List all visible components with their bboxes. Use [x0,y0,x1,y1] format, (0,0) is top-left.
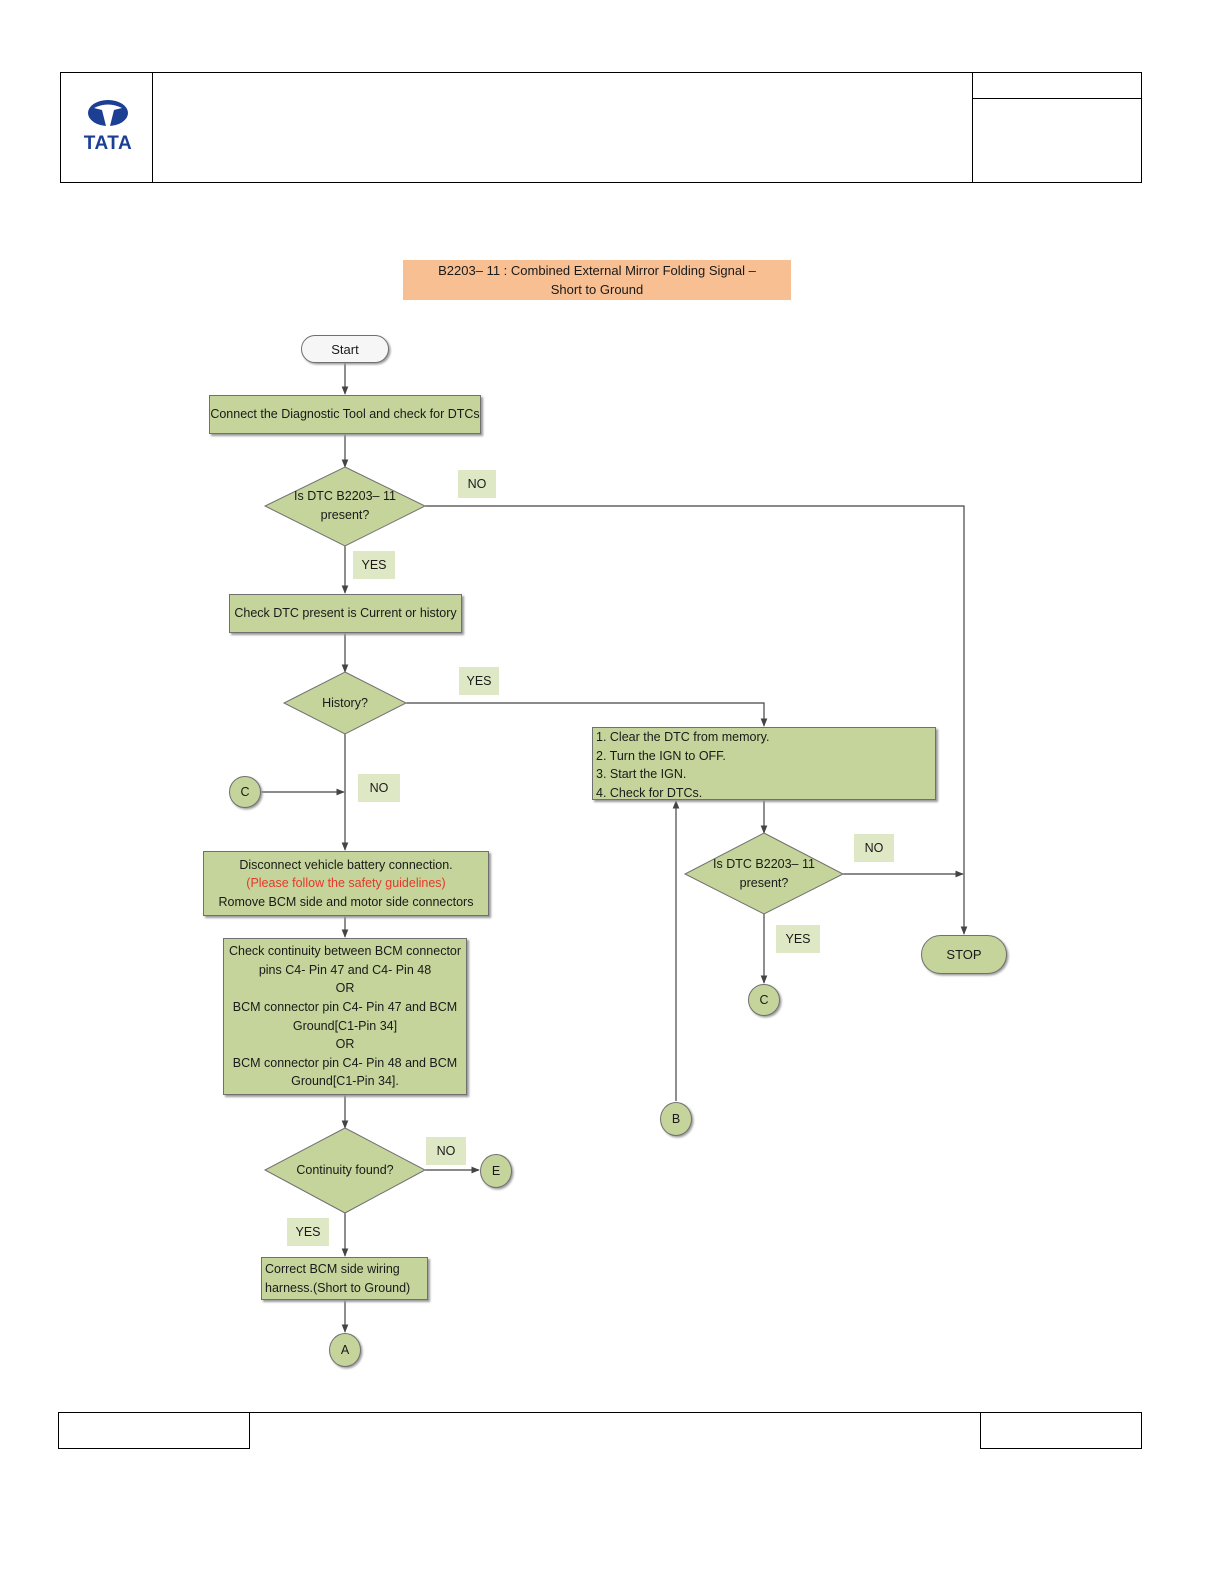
label-yes-dtc1: YES [353,551,395,579]
decision-dtc-present-1-label: Is DTC B2203– 11 present? [275,487,415,525]
connector-b: B [660,1102,692,1136]
process-disconnect: Disconnect vehicle battery connection. (… [203,851,489,916]
connector-a: A [329,1333,361,1367]
process-connect-tool: Connect the Diagnostic Tool and check fo… [209,395,481,434]
process-check-current-history: Check DTC present is Current or history [229,594,462,633]
tata-logo-icon [88,100,128,126]
decision-dtc-present-2 [683,832,845,915]
footer-rule [250,1412,980,1413]
process-check-continuity: Check continuity between BCM connector p… [223,938,467,1095]
process-correct-wiring: Correct BCM side wiring harness.(Short t… [261,1257,428,1300]
connector-e: E [480,1154,512,1188]
connector-c-in: C [229,776,261,808]
continuity-line1: Check continuity between BCM connector [228,944,462,959]
footer-left-box [58,1412,250,1449]
header-divider-left [152,72,153,183]
continuity-line7: BCM connector pin C4- Pin 48 and BCM [232,1055,458,1070]
continuity-line3: OR [335,981,355,996]
clear-step-4: 4. Check for DTCs. [596,785,703,800]
correct-wiring-line2: harness.(Short to Ground) [265,1280,411,1295]
decision-dtc-present-1 [263,466,427,547]
label-yes-history: YES [459,667,499,695]
clear-step-1: 1. Clear the DTC from memory. [596,730,770,744]
continuity-line6: OR [335,1037,355,1052]
flowchart-title: B2203– 11 : Combined External Mirror Fol… [403,260,791,300]
decision-dtc-present-1-line1: Is DTC B2203– 11 [294,489,396,504]
continuity-line2: pins C4- Pin 47 and C4- Pin 48 [258,962,432,977]
header-right-rule [972,98,1142,99]
stop-terminal: STOP [921,935,1007,974]
clear-step-3: 3. Start the IGN. [596,767,687,782]
logo-text: TATA [83,133,133,154]
header-frame [60,72,1142,183]
continuity-line5: Ground[C1-Pin 34] [292,1018,398,1033]
decision-dtc-present-2-line1: Is DTC B2203– 11 [713,857,815,872]
decision-continuity-label: Continuity found? [296,1162,394,1177]
label-yes-continuity: YES [287,1218,329,1246]
decision-history [282,671,408,735]
correct-wiring-line1: Correct BCM side wiring [265,1261,400,1276]
continuity-line8: Ground[C1-Pin 34]. [291,1074,399,1089]
continuity-line4: BCM connector pin C4- Pin 47 and BCM [232,999,458,1014]
header-divider-right [972,72,973,183]
decision-dtc-present-1-line2: present? [320,508,370,522]
label-no-history: NO [358,774,400,802]
safety-warning: (Please follow the safety guidelines) [246,876,446,891]
disconnect-line1: Disconnect vehicle battery connection. [239,857,453,872]
process-clear-steps: 1. Clear the DTC from memory. 2. Turn th… [592,727,936,800]
start-terminal: Start [301,335,389,363]
label-yes-dtc2: YES [776,925,820,953]
decision-dtc-present-2-label: Is DTC B2203– 11 present? [694,855,834,893]
label-no-dtc2: NO [854,834,894,862]
decision-dtc-present-2-line2: present? [739,876,789,890]
connector-c-out: C [748,984,780,1016]
label-no-dtc1: NO [458,470,496,498]
disconnect-line3: Romove BCM side and motor side connector… [218,894,474,909]
clear-step-2: 2. Turn the IGN to OFF. [596,748,726,763]
decision-history-label: History? [322,695,368,710]
decision-continuity [263,1127,427,1214]
label-no-continuity: NO [426,1137,466,1165]
footer-right-box [980,1412,1142,1449]
